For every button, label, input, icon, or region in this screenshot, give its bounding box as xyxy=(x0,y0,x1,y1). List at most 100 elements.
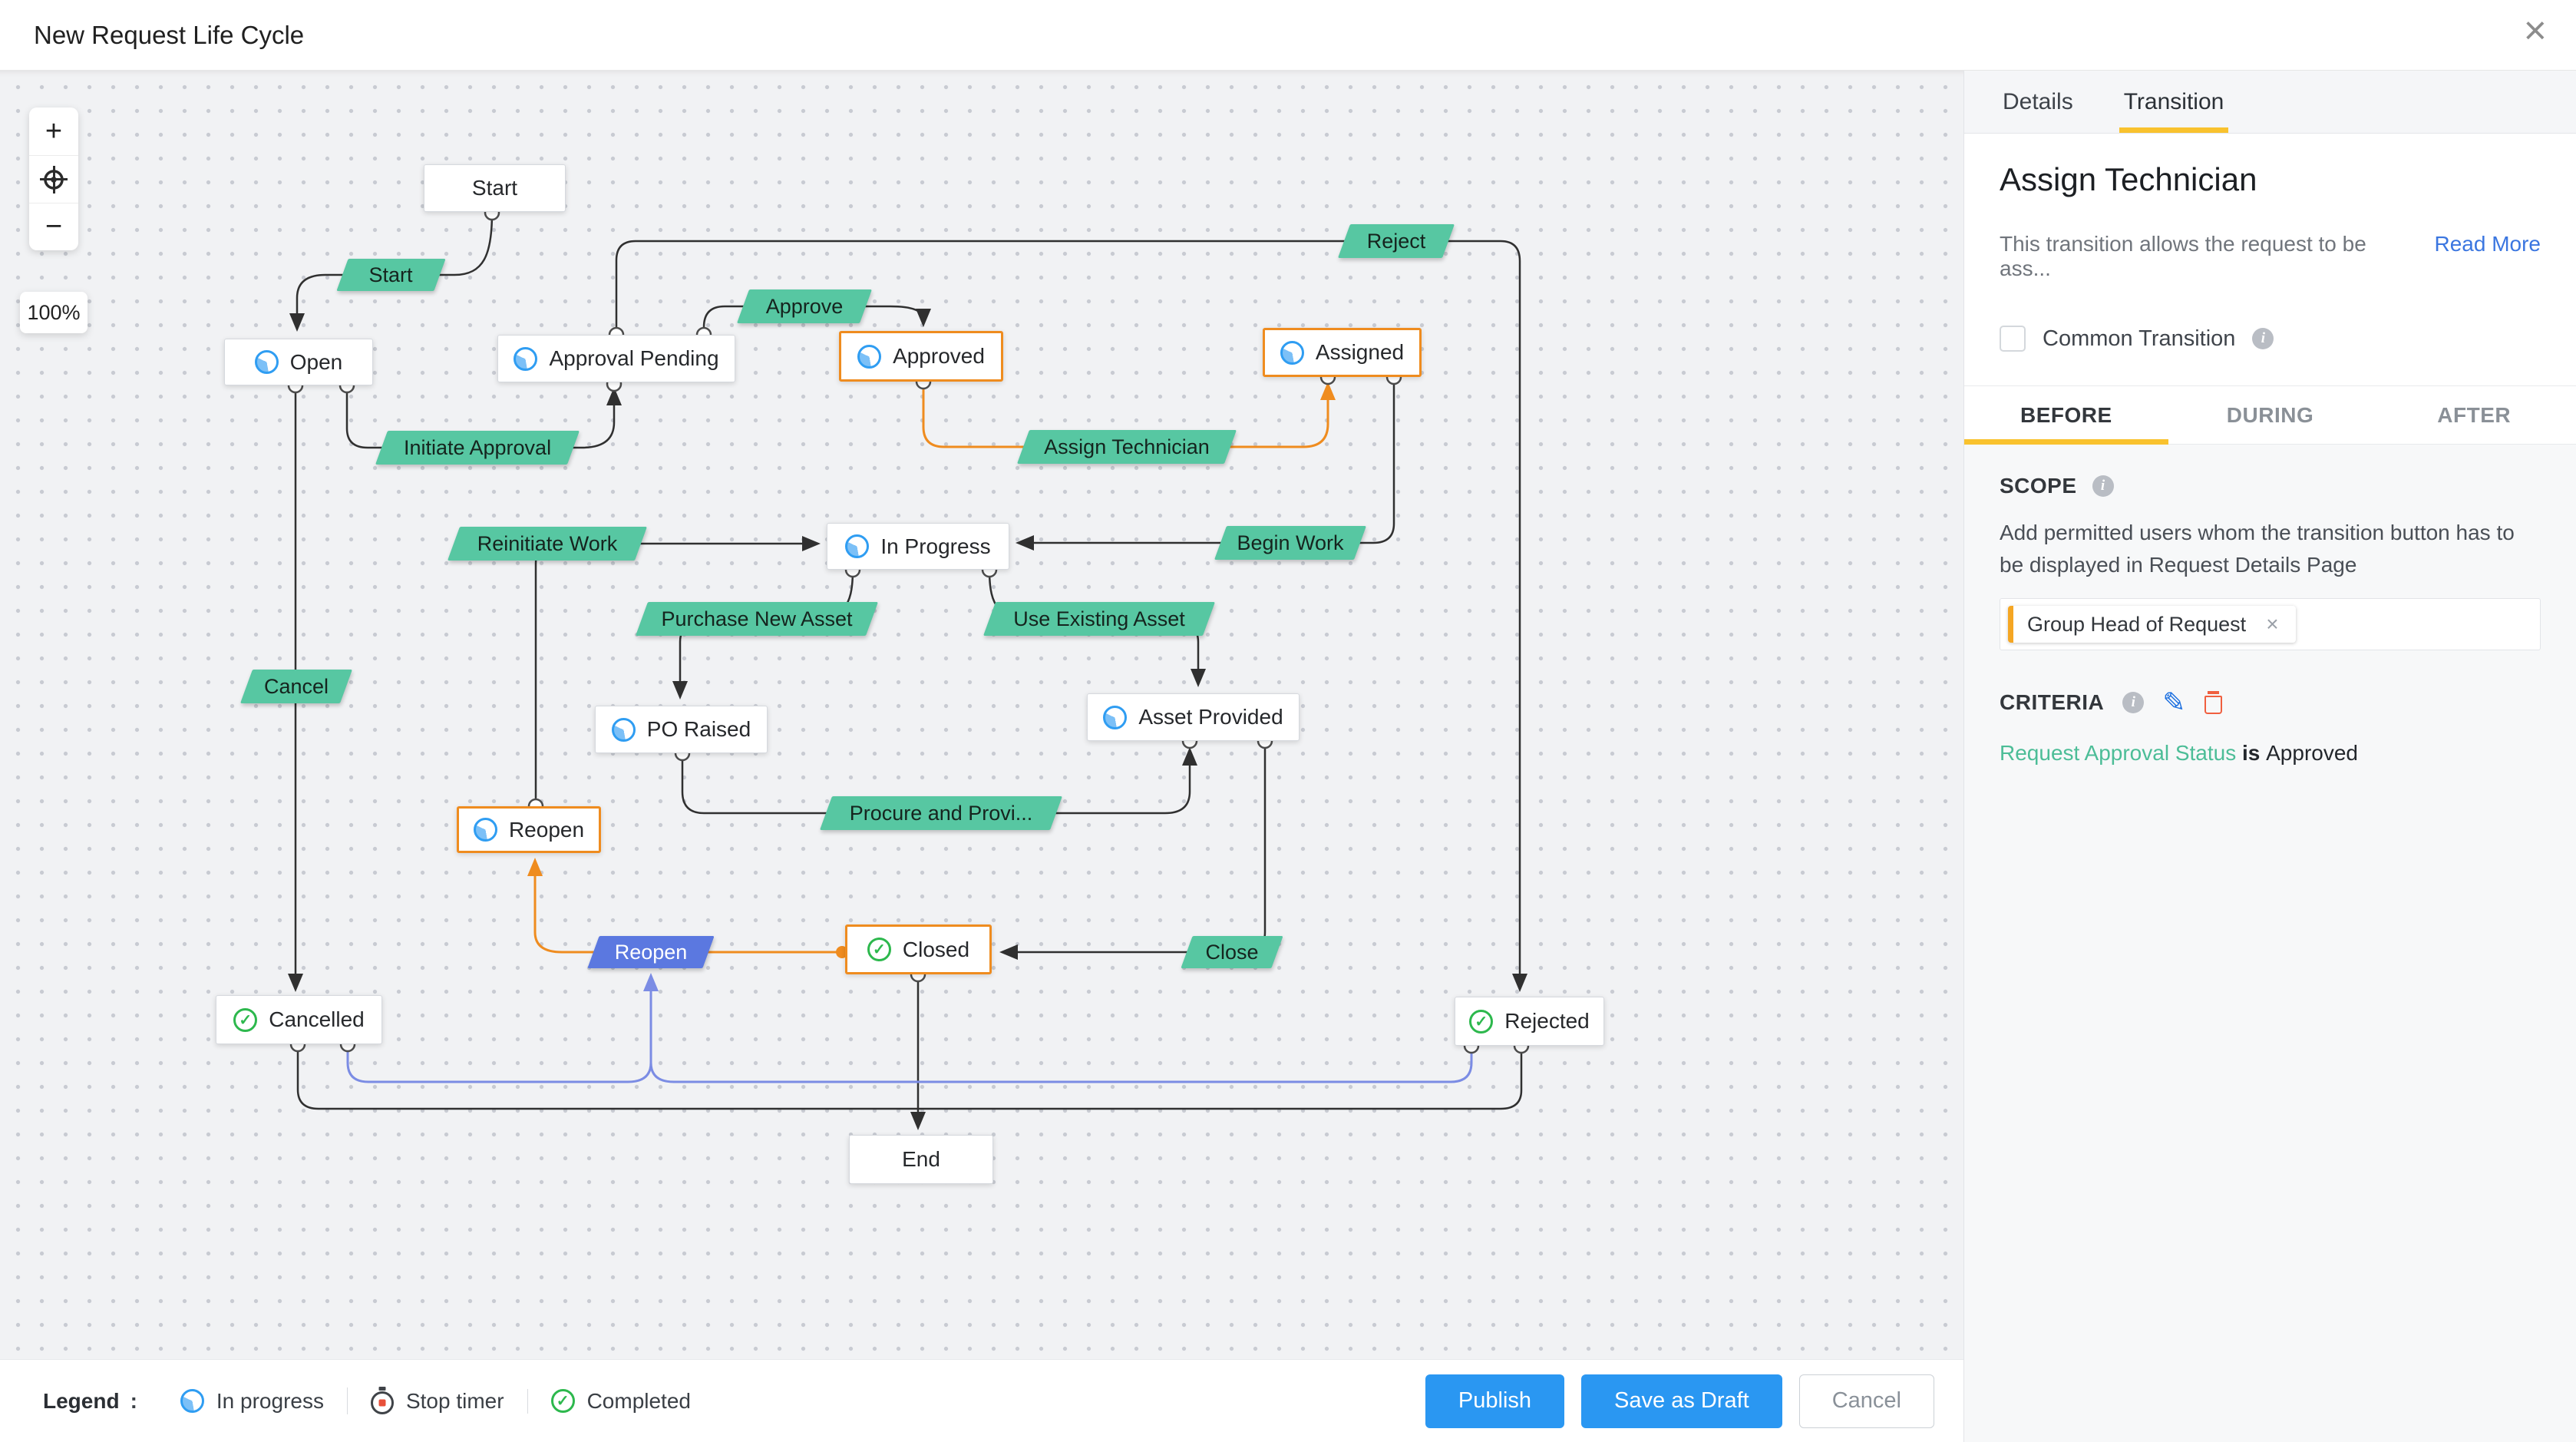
info-icon[interactable]: i xyxy=(2122,692,2145,713)
transition-label-reopen[interactable]: Reopen xyxy=(587,936,715,968)
criteria-operator: is xyxy=(2241,741,2261,765)
tab-during[interactable]: DURING xyxy=(2226,402,2314,427)
flow-edge[interactable] xyxy=(296,1044,1523,1110)
transition-text: Reinitiate Work xyxy=(477,531,618,555)
completed-icon xyxy=(233,1007,258,1032)
in-progress-icon xyxy=(1280,340,1304,365)
node-label: Approved xyxy=(893,344,985,368)
node-label: Reopen xyxy=(508,817,585,842)
transition-text: Use Existing Asset xyxy=(1013,607,1185,630)
node-start[interactable]: Start xyxy=(424,164,566,212)
in-progress-icon xyxy=(514,346,538,371)
flow-edge[interactable] xyxy=(289,212,494,332)
transition-text: Procure and Provi... xyxy=(849,801,1033,825)
node-end[interactable]: End xyxy=(849,1135,993,1184)
cancel-button[interactable]: Cancel xyxy=(1798,1374,1934,1428)
flow-edge[interactable] xyxy=(527,858,595,954)
transition-label-reinitiate-work[interactable]: Reinitiate Work xyxy=(447,527,648,561)
node-label: Start xyxy=(471,176,518,200)
zoom-in-button[interactable]: + xyxy=(45,114,63,147)
delete-criteria-icon[interactable] xyxy=(2204,691,2223,714)
common-transition-label: Common Transition xyxy=(2043,326,2236,351)
publish-button[interactable]: Publish xyxy=(1425,1374,1565,1428)
read-more-link[interactable]: Read More xyxy=(2434,232,2541,256)
flow-edge[interactable] xyxy=(345,385,622,449)
in-progress-icon xyxy=(611,717,636,742)
in-progress-icon xyxy=(254,350,279,374)
tab-after[interactable]: AFTER xyxy=(2437,402,2512,427)
legend-item-stop-timer: Stop timer xyxy=(346,1387,527,1414)
node-approved[interactable]: Approved xyxy=(839,331,1003,382)
node-reopen[interactable]: Reopen xyxy=(457,806,601,853)
phase-tabs: BEFORE DURING AFTER xyxy=(1964,385,2576,445)
chip-remove-icon[interactable]: × xyxy=(2266,612,2279,636)
node-label: Closed xyxy=(902,937,970,961)
node-label: Cancelled xyxy=(269,1007,365,1031)
in-progress-icon xyxy=(473,818,497,842)
transition-label-approve[interactable]: Approve xyxy=(736,289,873,323)
legend-item-label: Completed xyxy=(586,1388,691,1413)
node-closed[interactable]: Closed xyxy=(845,924,992,974)
node-label: End xyxy=(902,1147,940,1171)
tab-details[interactable]: Details xyxy=(2003,88,2073,114)
transition-title: Assign Technician xyxy=(2000,161,2257,197)
node-label: Approval Pending xyxy=(549,346,719,370)
transition-label-start[interactable]: Start xyxy=(335,259,446,291)
flow-edge[interactable] xyxy=(615,240,1527,992)
node-asset-provided[interactable]: Asset Provided xyxy=(1087,693,1300,741)
transition-label-use-existing-asset[interactable]: Use Existing Asset xyxy=(983,602,1216,636)
node-po-raised[interactable]: PO Raised xyxy=(595,706,768,753)
transition-label-begin-work[interactable]: Begin Work xyxy=(1214,526,1367,560)
transition-label-close[interactable]: Close xyxy=(1181,936,1283,968)
scope-chip: Group Head of Request × xyxy=(2008,606,2296,643)
node-cancelled[interactable]: Cancelled xyxy=(216,995,382,1044)
zoom-level-badge[interactable]: 100% xyxy=(20,292,88,333)
common-transition-checkbox[interactable] xyxy=(2000,326,2026,352)
transition-text: Cancel xyxy=(263,674,329,698)
transition-text: Initiate Approval xyxy=(403,435,552,459)
node-open[interactable]: Open xyxy=(224,339,373,385)
node-rejected[interactable]: Rejected xyxy=(1455,997,1604,1046)
transition-text: Begin Work xyxy=(1237,531,1344,554)
scope-chip-label: Group Head of Request xyxy=(2027,612,2247,636)
completed-icon xyxy=(1469,1009,1494,1034)
transition-label-initiate-approval[interactable]: Initiate Approval xyxy=(375,431,580,465)
scope-user-input[interactable]: Group Head of Request × xyxy=(2000,598,2541,650)
info-icon[interactable]: i xyxy=(2252,328,2274,349)
save-as-draft-button[interactable]: Save as Draft xyxy=(1581,1374,1782,1428)
criteria-field: Request Approval Status xyxy=(2000,741,2237,765)
criteria-heading: CRITERIA xyxy=(2000,690,2105,714)
side-panel: Details Transition Assign Technician Thi… xyxy=(1963,71,2576,1442)
panel-tabs: Details Transition xyxy=(1964,71,2576,134)
flow-edge[interactable] xyxy=(346,973,659,1083)
node-in-progress[interactable]: In Progress xyxy=(827,523,1009,570)
footer-bar: Legend : In progress Stop timer Complete… xyxy=(0,1359,1963,1442)
legend-item-label: Stop timer xyxy=(405,1388,504,1413)
transition-label-assign-technician[interactable]: Assign Technician xyxy=(1016,430,1237,464)
transition-text: Approve xyxy=(765,294,844,318)
flow-edge[interactable] xyxy=(1016,377,1395,551)
transition-label-purchase-new-asset[interactable]: Purchase New Asset xyxy=(635,602,879,636)
tab-before[interactable]: BEFORE xyxy=(1964,386,2168,445)
zoom-out-button[interactable]: − xyxy=(29,203,78,250)
tab-transition[interactable]: Transition xyxy=(2119,71,2228,133)
node-approval-pending[interactable]: Approval Pending xyxy=(497,335,735,382)
in-progress-icon xyxy=(180,1389,204,1413)
transition-summary: Assign Technician This transition allows… xyxy=(1964,134,2576,385)
node-label: Asset Provided xyxy=(1138,705,1283,729)
scope-description: Add permitted users whom the transition … xyxy=(2000,521,2515,577)
transition-label-cancel[interactable]: Cancel xyxy=(239,670,353,703)
transition-label-reject[interactable]: Reject xyxy=(1337,224,1455,258)
close-icon[interactable]: × xyxy=(2523,8,2547,53)
flow-edge[interactable] xyxy=(649,984,1473,1083)
center-view-button[interactable] xyxy=(29,155,78,203)
criteria-value: Approved xyxy=(2266,741,2358,765)
transition-label-procure-and-provi[interactable]: Procure and Provi... xyxy=(819,796,1063,830)
node-label: PO Raised xyxy=(646,717,751,741)
node-label: Open xyxy=(289,349,343,374)
edit-criteria-icon[interactable]: ✎ xyxy=(2162,686,2186,718)
node-assigned[interactable]: Assigned xyxy=(1263,328,1422,377)
info-icon[interactable]: i xyxy=(2092,475,2114,497)
criteria-rule: Request Approval Status is Approved xyxy=(2000,741,2541,766)
